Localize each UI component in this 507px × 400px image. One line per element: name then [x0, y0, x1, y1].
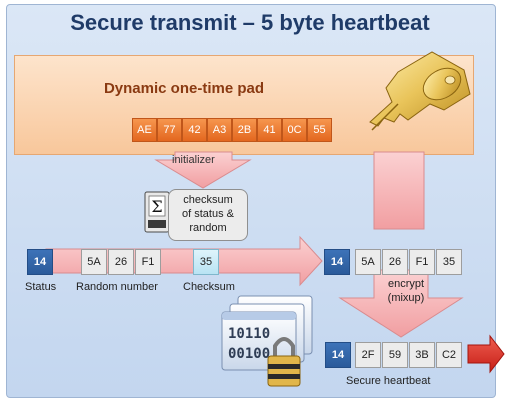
checksum-note: checksum of status & random: [168, 189, 248, 241]
diagram-title: Secure transmit – 5 byte heartbeat: [70, 10, 430, 35]
padlock-icon: [267, 337, 301, 387]
random-number-label: Random number: [76, 281, 158, 293]
pad-byte: 77: [157, 118, 182, 142]
combined-byte: F1: [409, 249, 435, 275]
one-time-pad-title: Dynamic one-time pad: [103, 80, 265, 97]
secure-byte: C2: [436, 342, 462, 368]
checksum-note-line: of status &: [182, 208, 234, 220]
output-arrow: [467, 334, 505, 374]
secure-byte: 59: [382, 342, 408, 368]
secure-byte: 2F: [355, 342, 381, 368]
pad-byte: 0C: [282, 118, 307, 142]
pad-to-row-arrow: [373, 151, 425, 230]
encrypt-label: encrypt (mixup): [374, 277, 438, 305]
combined-byte: 35: [436, 249, 462, 275]
checksum-byte: 35: [193, 249, 219, 275]
encrypt-label-line: (mixup): [387, 292, 425, 304]
checksum-label: Checksum: [183, 281, 235, 293]
combined-byte: 5A: [355, 249, 381, 275]
checksum-note-line: random: [189, 222, 227, 234]
pad-byte: 55: [307, 118, 332, 142]
pad-byte: A3: [207, 118, 232, 142]
pad-byte: AE: [132, 118, 157, 142]
key-icon: [369, 51, 471, 131]
secure-status-byte: 14: [325, 342, 351, 368]
random-byte: 26: [108, 249, 134, 275]
checksum-note-line: checksum: [183, 194, 233, 206]
initializer-arrow: [154, 151, 252, 189]
combined-status-byte: 14: [324, 249, 350, 275]
initializer-label: initializer: [172, 154, 215, 166]
pad-byte: 2B: [232, 118, 257, 142]
svg-text:00100: 00100: [228, 346, 270, 362]
secure-heartbeat-label: Secure heartbeat: [346, 375, 431, 387]
combined-byte: 26: [382, 249, 408, 275]
encrypt-label-line: encrypt: [387, 278, 425, 290]
svg-text:Σ: Σ: [151, 197, 162, 216]
random-byte: F1: [135, 249, 161, 275]
secure-byte: 3B: [409, 342, 435, 368]
status-label: Status: [25, 281, 57, 293]
random-byte: 5A: [81, 249, 107, 275]
status-byte: 14: [27, 249, 53, 275]
svg-text:10110: 10110: [228, 326, 270, 342]
sigma-calculator-icon: Σ: [144, 191, 170, 233]
pad-byte: 41: [257, 118, 282, 142]
pad-byte: 42: [182, 118, 207, 142]
